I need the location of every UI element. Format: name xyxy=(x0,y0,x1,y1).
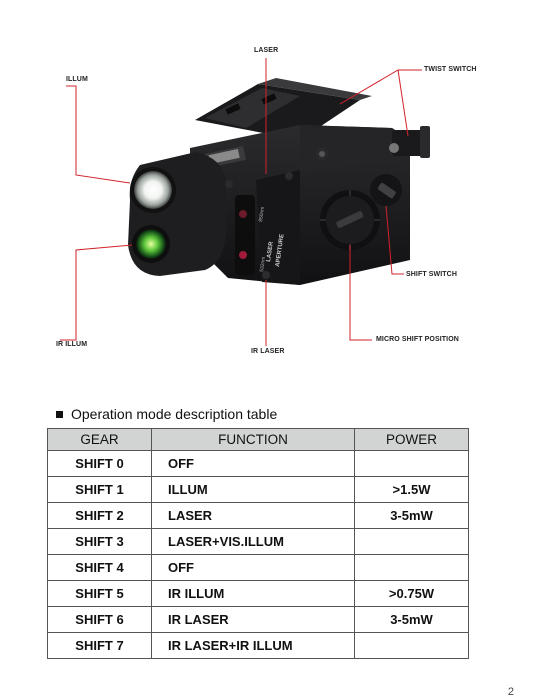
leader-lines xyxy=(60,58,422,346)
cell-function: OFF xyxy=(151,554,355,581)
cell-power: >0.75W xyxy=(354,580,469,607)
callout-laser: LASER xyxy=(254,47,279,54)
callout-ir-laser: IR LASER xyxy=(251,348,285,355)
table-row: SHIFT 2 LASER 3-5mW xyxy=(47,502,469,529)
cell-function: ILLUM xyxy=(151,476,355,503)
cell-gear: SHIFT 6 xyxy=(47,606,152,633)
nm-label-top: 850nm xyxy=(258,206,266,222)
cell-function: IR LASER+IR ILLUM xyxy=(151,632,355,659)
cell-power: >1.5W xyxy=(354,476,469,503)
callout-shift-switch: SHIFT SWITCH xyxy=(406,271,457,278)
front-head xyxy=(128,152,226,276)
table-row: SHIFT 5 IR ILLUM >0.75W xyxy=(47,580,469,607)
callout-twist-switch: TWIST SWITCH xyxy=(424,66,477,73)
callout-micro-shift-position: MICRO SHIFT POSITION xyxy=(376,336,459,343)
illum-lens xyxy=(134,171,172,209)
table-row: SHIFT 1 ILLUM >1.5W xyxy=(47,476,469,503)
cell-power: 3-5mW xyxy=(354,502,469,529)
cell-gear: SHIFT 0 xyxy=(47,450,152,477)
aperture-label-2: APERTURE xyxy=(275,234,286,268)
callout-illum: ILLUM xyxy=(66,76,88,83)
cell-gear: SHIFT 3 xyxy=(47,528,152,555)
cell-power xyxy=(354,528,469,555)
cell-gear: SHIFT 4 xyxy=(47,554,152,581)
table-row: SHIFT 6 IR LASER 3-5mW xyxy=(47,606,469,633)
header-function: FUNCTION xyxy=(151,428,355,451)
table-row: SHIFT 4 OFF xyxy=(47,554,469,581)
cell-function: LASER xyxy=(151,502,355,529)
header-power: POWER xyxy=(354,428,469,451)
page-number: 2 xyxy=(507,686,514,698)
square-bullet-icon xyxy=(56,410,63,418)
cell-power xyxy=(354,450,469,477)
laser-light-illustration: LASER APERTURE 850nm 532nm xyxy=(60,58,430,346)
cell-gear: SHIFT 1 xyxy=(47,476,152,503)
cell-function: IR ILLUM xyxy=(151,580,355,607)
ir-laser-screw xyxy=(262,271,270,279)
tail-switch xyxy=(389,126,430,158)
laser-aperture-panel: LASER APERTURE 850nm 532nm xyxy=(235,195,286,279)
cell-power xyxy=(354,554,469,581)
rail-mount xyxy=(195,78,372,140)
table-row: SHIFT 0 OFF xyxy=(47,450,469,477)
callout-ir-illum: IR ILLUM xyxy=(56,341,88,348)
cell-function: IR LASER xyxy=(151,606,355,633)
ir-lens xyxy=(136,229,166,259)
shift-switch-knob xyxy=(370,174,402,206)
product-figure: LASER APERTURE 850nm 532nm xyxy=(56,47,477,355)
cell-gear: SHIFT 2 xyxy=(47,502,152,529)
section-title-text: Operation mode description table xyxy=(71,406,278,422)
header-gear: GEAR xyxy=(47,428,152,451)
cell-power xyxy=(354,632,469,659)
twist-knob xyxy=(320,190,380,250)
cell-gear: SHIFT 5 xyxy=(47,580,152,607)
table-row: SHIFT 7 IR LASER+IR ILLUM xyxy=(47,632,469,659)
aperture-label-1: LASER xyxy=(266,241,275,263)
cell-gear: SHIFT 7 xyxy=(47,632,152,659)
table-row: SHIFT 3 LASER+VIS.ILLUM xyxy=(47,528,469,555)
cell-function: LASER+VIS.ILLUM xyxy=(151,528,355,555)
nm-label-bottom: 532nm xyxy=(259,256,267,272)
cell-power: 3-5mW xyxy=(354,606,469,633)
section-title: Operation mode description table xyxy=(56,406,277,422)
operation-mode-table: GEAR FUNCTION POWER SHIFT 0 OFF SHIFT 1 … xyxy=(47,428,469,659)
table-header-row: GEAR FUNCTION POWER xyxy=(47,428,469,451)
cell-function: OFF xyxy=(151,450,355,477)
